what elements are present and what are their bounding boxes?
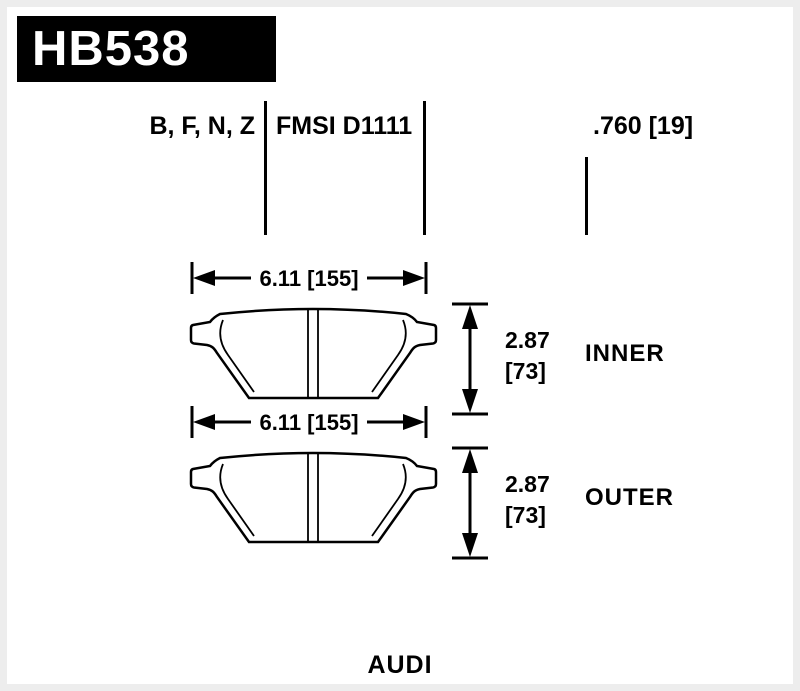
width-dimension-arrow-outer: 6.11 [155] <box>190 406 428 438</box>
height-inches-outer: 2.87 <box>505 471 550 497</box>
pad-position-label-inner: INNER <box>585 340 665 367</box>
fmsi-label: FMSI D1111 <box>276 112 413 140</box>
height-mm-outer: [73] <box>505 502 546 528</box>
divider-line-1 <box>264 101 267 235</box>
vehicle-label: AUDI <box>367 651 433 679</box>
compounds-label: B, F, N, Z <box>149 112 255 140</box>
height-dimension-arrow-inner <box>452 302 488 416</box>
width-dimension-value-inner: 6.11 [155] <box>259 266 358 291</box>
pad-outline-drawing-inner <box>189 307 438 400</box>
thickness-label: .760 [19] <box>593 112 694 140</box>
part-number-plate: HB538 <box>17 16 276 82</box>
width-dimension-arrow-inner: 6.11 [155] <box>190 262 428 294</box>
height-mm-inner: [73] <box>505 358 546 384</box>
pad-height-value-outer: 2.87 [73] <box>505 469 550 531</box>
divider-line-2 <box>423 101 426 235</box>
part-number-text: HB538 <box>32 22 190 76</box>
height-inches-inner: 2.87 <box>505 327 550 353</box>
pad-position-label-outer: OUTER <box>585 484 674 511</box>
pad-height-value-inner: 2.87 [73] <box>505 325 550 387</box>
pad-outline-drawing-outer <box>189 451 438 544</box>
height-dimension-arrow-outer <box>452 446 488 560</box>
width-dimension-value-outer: 6.11 [155] <box>259 410 358 435</box>
divider-line-3 <box>585 157 588 235</box>
